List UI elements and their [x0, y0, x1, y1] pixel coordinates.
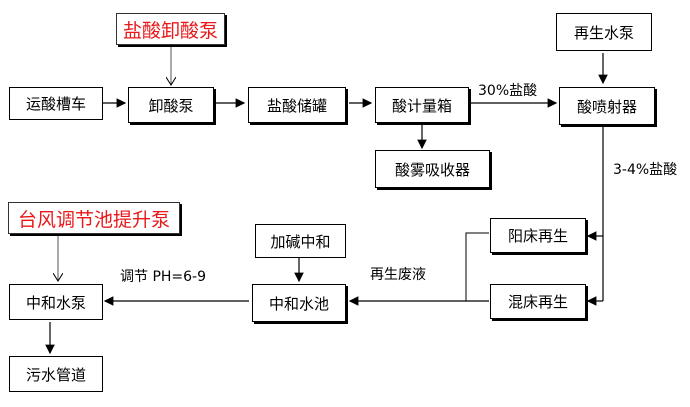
neutralization-pool-box: 中和水池 — [252, 284, 346, 322]
regen-water-pump-box: 再生水泵 — [556, 13, 652, 51]
hcl-storage-tank-box: 盐酸储罐 — [248, 87, 346, 123]
acid-metering-box: 酸计量箱 — [375, 87, 469, 123]
label-3-4-percent-acid: 3-4%盐酸 — [613, 162, 678, 178]
cation-bed-regen-box: 阳床再生 — [490, 218, 586, 253]
acid-mist-absorber-box: 酸雾吸收器 — [375, 150, 490, 188]
acid-unload-pump-label: 盐酸卸酸泵 — [116, 13, 225, 45]
alkali-neutralize-box: 加碱中和 — [255, 224, 346, 258]
label-regen-waste: 再生废液 — [370, 267, 426, 283]
mixed-bed-regen-box: 混床再生 — [490, 284, 586, 319]
typhoon-pool-pump-label: 台风调节池提升泵 — [8, 202, 180, 234]
acid-ejector-box: 酸喷射器 — [559, 87, 655, 125]
acid-tanker-box: 运酸槽车 — [9, 87, 103, 120]
label-30-percent-acid: 30%盐酸 — [478, 83, 538, 99]
label-ph-adjust: 调节 PH=6-9 — [120, 269, 207, 285]
line-cation-waste — [465, 232, 489, 301]
sewage-pipe-box: 污水管道 — [9, 356, 103, 392]
neutral-water-pump-box: 中和水泵 — [9, 284, 103, 320]
unload-pump-box: 卸酸泵 — [128, 87, 214, 123]
